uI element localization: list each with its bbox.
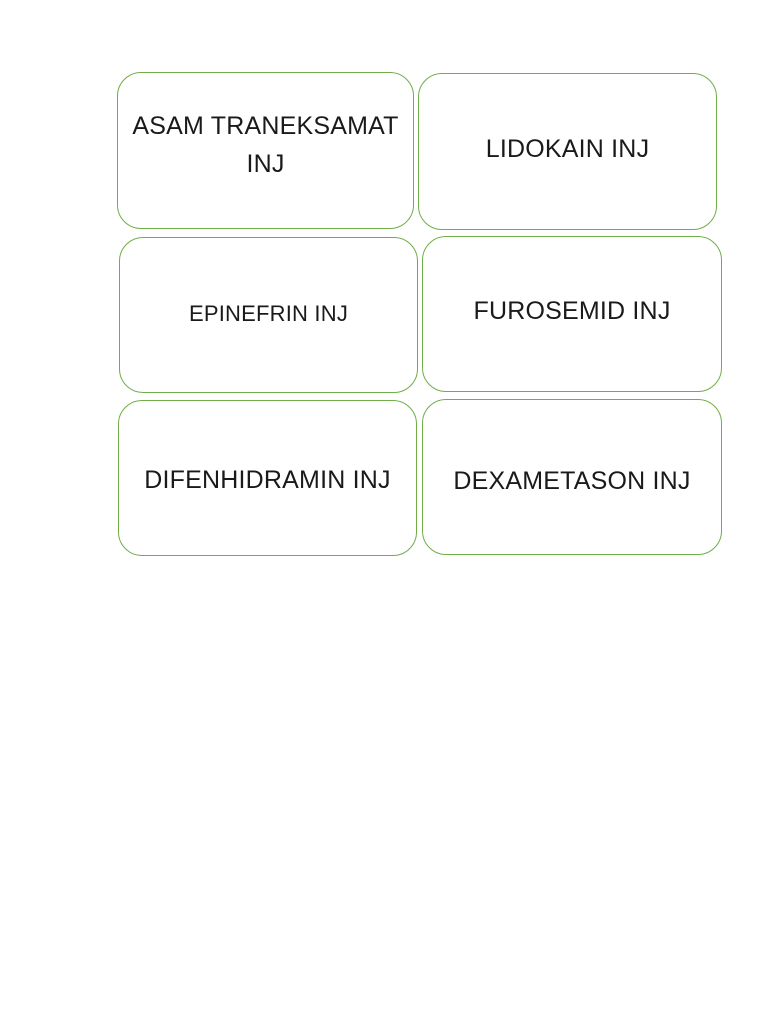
- drug-label-card: DIFENHIDRAMIN INJ: [118, 400, 417, 556]
- drug-name: LIDOKAIN INJ: [485, 134, 650, 163]
- drug-name: ASAM TRANEKSAMAT INJ: [132, 112, 399, 178]
- drug-name: DIFENHIDRAMIN INJ: [144, 466, 391, 495]
- drug-name: DEXAMETASON INJ: [453, 467, 691, 496]
- drug-label-card: FUROSEMID INJ: [422, 236, 722, 392]
- drug-label-card: LIDOKAIN INJ: [418, 73, 717, 230]
- drug-label-card: EPINEFRIN INJ: [119, 237, 418, 393]
- drug-label-card: DEXAMETASON INJ: [422, 399, 722, 555]
- drug-label-card: ASAM TRANEKSAMAT INJ: [117, 72, 414, 229]
- drug-name: EPINEFRIN INJ: [188, 300, 349, 326]
- drug-name: FUROSEMID INJ: [473, 297, 671, 326]
